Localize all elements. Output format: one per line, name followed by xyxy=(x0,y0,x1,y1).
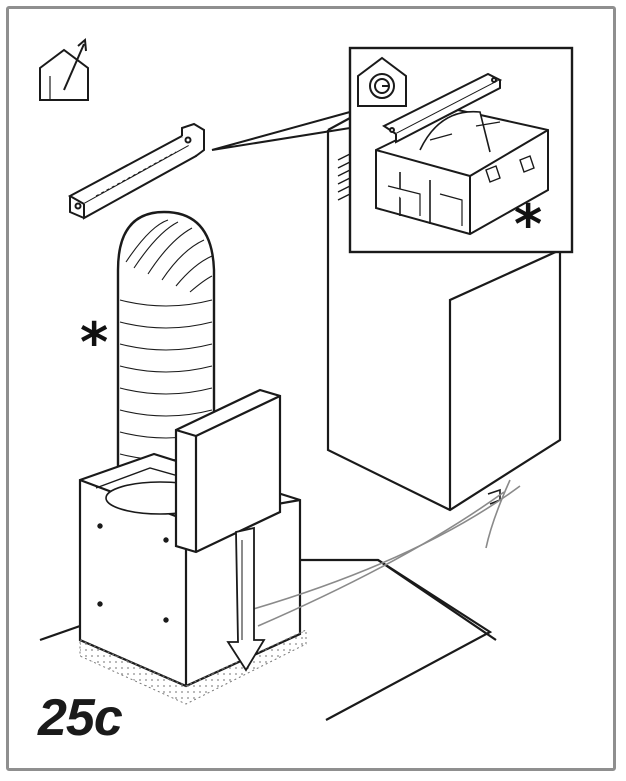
chimney-upper xyxy=(326,117,562,512)
recirculation-inset xyxy=(348,46,574,254)
motor-cover-panel xyxy=(174,388,282,554)
house-recirculation-icon xyxy=(357,56,407,107)
asterisk-marker-inset: * xyxy=(514,193,543,256)
ceiling-plane xyxy=(39,558,497,721)
house-exhaust-icon xyxy=(39,37,89,101)
asterisk-marker-hose: * xyxy=(80,311,109,374)
down-arrow-icon xyxy=(226,526,266,672)
motion-trail xyxy=(249,479,521,627)
canopy-edge-dotted xyxy=(79,629,307,705)
wall-bracket-left xyxy=(67,122,205,220)
step-label: 25c xyxy=(38,689,123,747)
